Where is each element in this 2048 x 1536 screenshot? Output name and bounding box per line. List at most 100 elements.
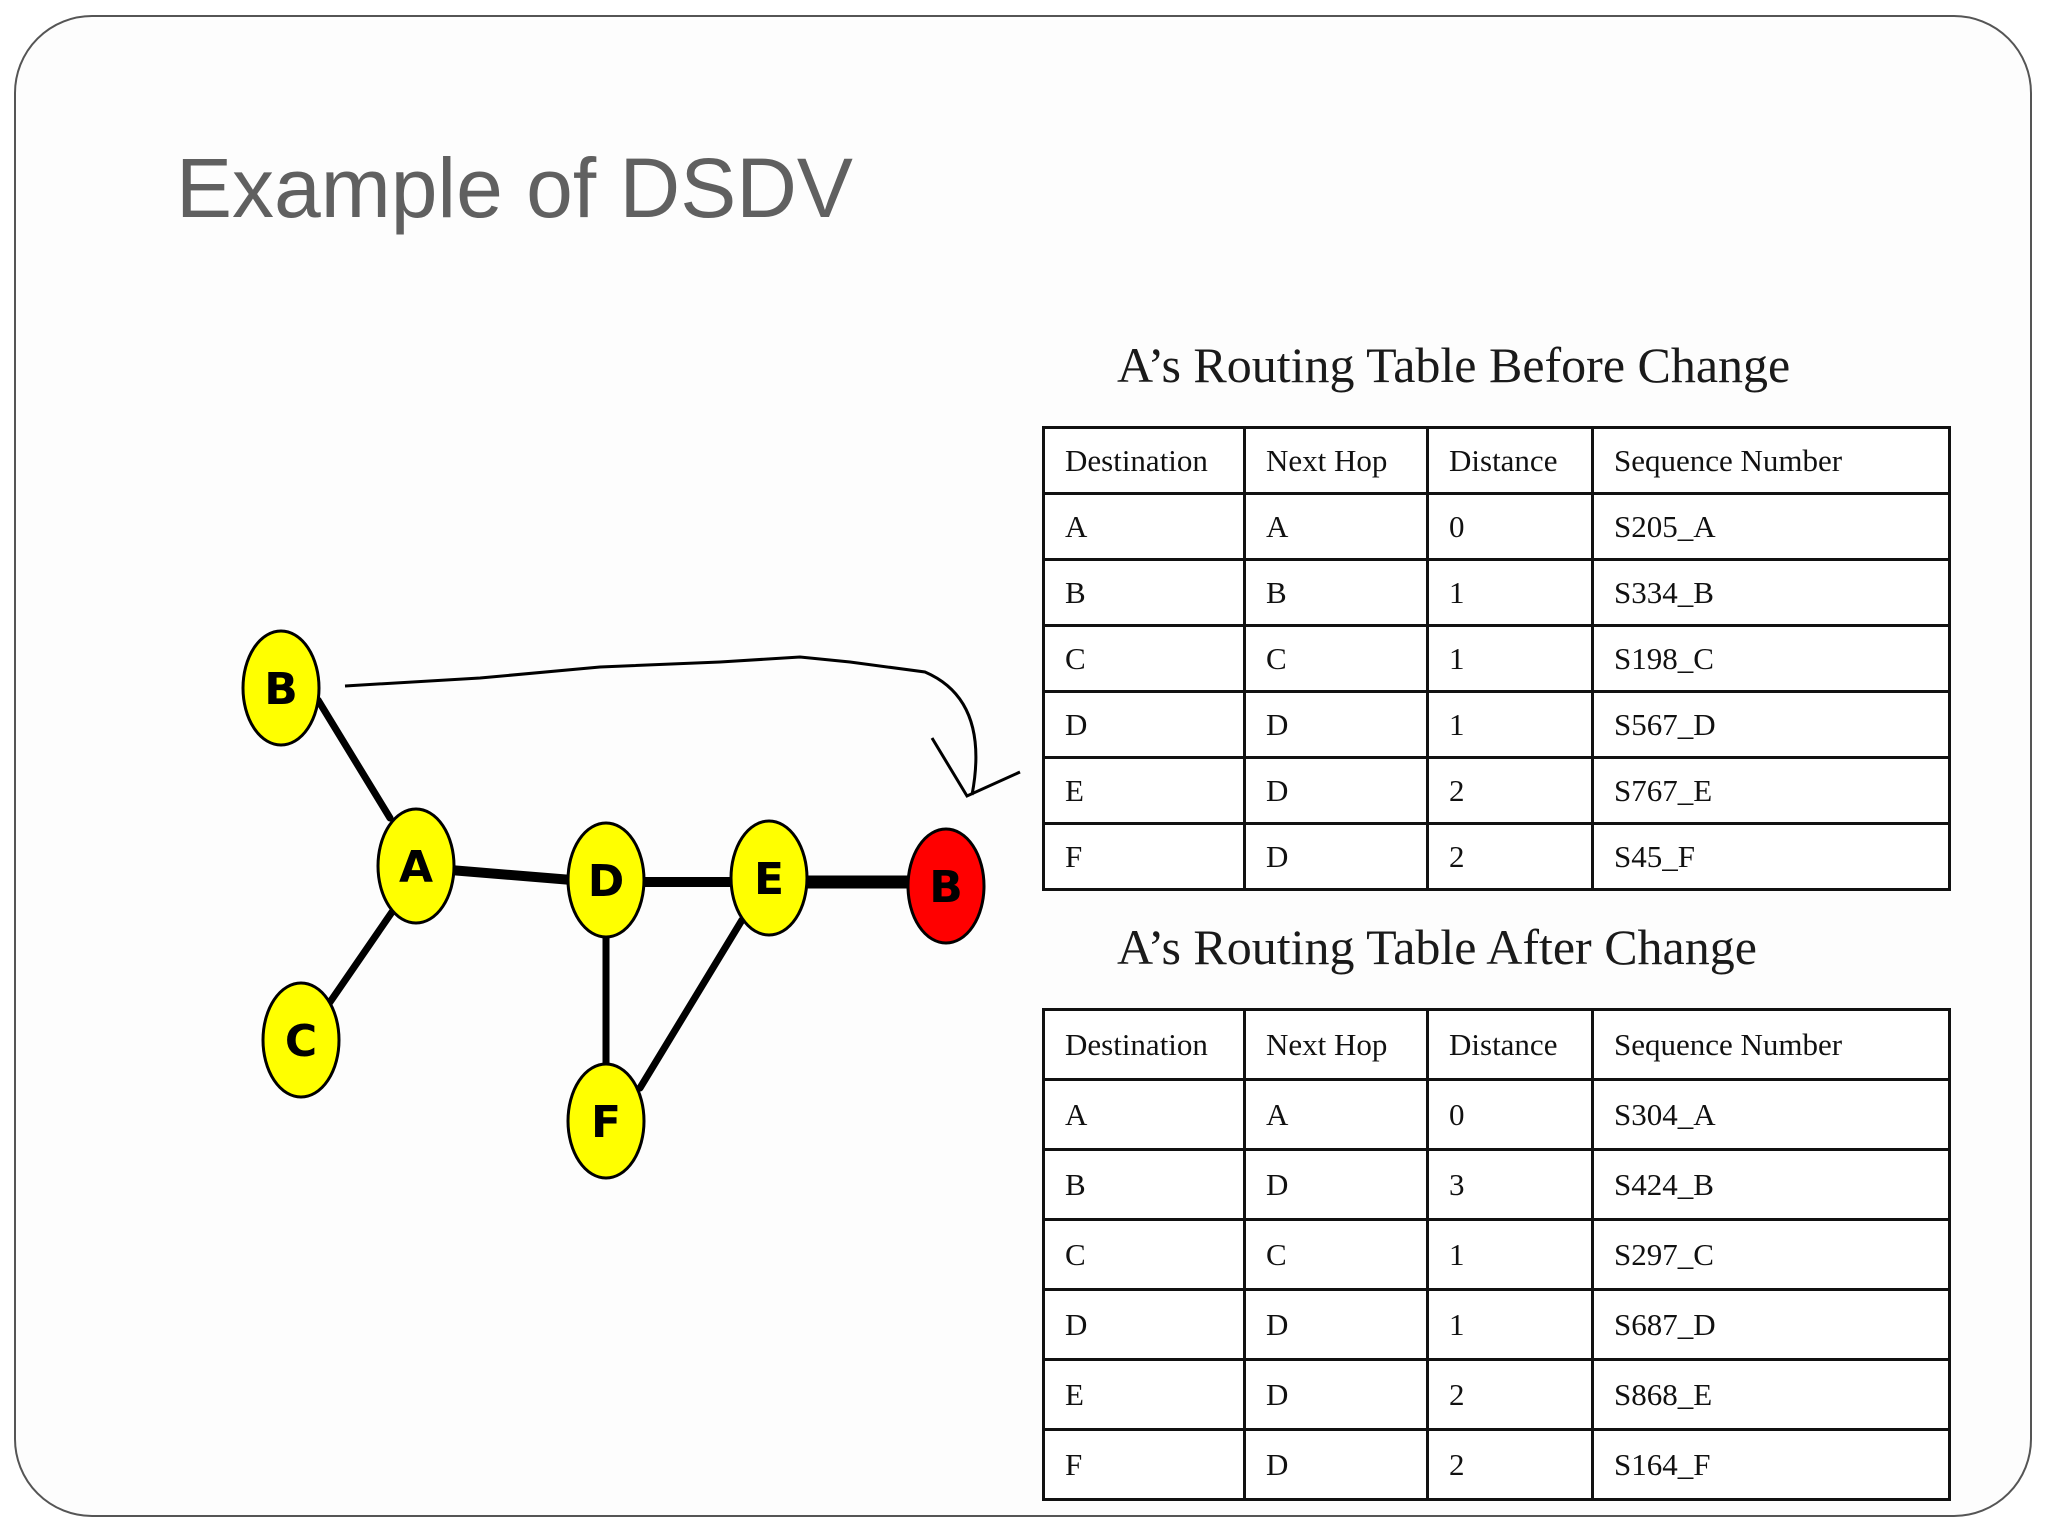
table-cell: S767_E xyxy=(1591,756,1951,825)
table-cell: C xyxy=(1042,1218,1246,1291)
routing-table-before: Destination Next Hop Distance Sequence N… xyxy=(1042,426,1951,891)
node-label: C xyxy=(285,1016,317,1067)
table-cell: B xyxy=(1042,1148,1246,1221)
table-cell: E xyxy=(1042,1358,1246,1431)
table-cell: D xyxy=(1042,690,1246,759)
table-cell: 1 xyxy=(1426,1218,1594,1291)
table-cell: D xyxy=(1243,822,1429,891)
node-circle xyxy=(241,629,321,747)
column-header: Sequence Number xyxy=(1591,1008,1951,1081)
table-cell: S297_C xyxy=(1591,1218,1951,1291)
table-cell: F xyxy=(1042,1428,1246,1501)
routing-table-after: Destination Next Hop Distance Sequence N… xyxy=(1042,1008,1951,1501)
column-header: Distance xyxy=(1426,1008,1594,1081)
table-before-heading: A’s Routing Table Before Change xyxy=(1117,337,1791,393)
table-cell: 1 xyxy=(1426,690,1594,759)
node-label: A xyxy=(399,842,433,893)
column-header: Destination xyxy=(1042,1008,1246,1081)
table-header-row: Destination Next Hop Distance Sequence N… xyxy=(1042,426,1951,495)
table-cell: 1 xyxy=(1426,558,1594,627)
change-arrowhead xyxy=(930,737,1021,798)
table-cell: S304_A xyxy=(1591,1078,1951,1151)
table-cell: S868_E xyxy=(1591,1358,1951,1431)
table-cell: 2 xyxy=(1426,1428,1594,1501)
table-cell: S424_B xyxy=(1591,1148,1951,1221)
table-after-heading: A’s Routing Table After Change xyxy=(1117,919,1757,975)
node-circle xyxy=(729,819,809,937)
table-cell: B xyxy=(1243,558,1429,627)
table-cell: 2 xyxy=(1426,822,1594,891)
table-cell: 2 xyxy=(1426,756,1594,825)
table-cell: D xyxy=(1243,690,1429,759)
edge-e-f xyxy=(636,916,746,1092)
node-f: F xyxy=(566,1062,646,1180)
table-cell: B xyxy=(1042,558,1246,627)
table-cell: A xyxy=(1042,492,1246,561)
node-circle xyxy=(566,821,646,939)
table-cell: 0 xyxy=(1426,1078,1594,1151)
network-diagram: B A C D E F B xyxy=(241,629,1021,1180)
table-cell: C xyxy=(1042,624,1246,693)
node-e: E xyxy=(729,819,809,937)
edge-b-a xyxy=(314,696,394,822)
table-cell: S45_F xyxy=(1591,822,1951,891)
table-cell: D xyxy=(1243,1428,1429,1501)
edge-a-d xyxy=(445,865,577,885)
node-d: D xyxy=(566,821,646,939)
change-arrow xyxy=(344,655,978,796)
table-cell: C xyxy=(1243,624,1429,693)
column-header: Sequence Number xyxy=(1591,426,1951,495)
table-cell: A xyxy=(1243,1078,1429,1151)
table-cell: 3 xyxy=(1426,1148,1594,1221)
node-circle xyxy=(566,1062,646,1180)
table-cell: D xyxy=(1042,1288,1246,1361)
node-a: A xyxy=(376,807,456,925)
edge-a-c xyxy=(324,908,396,1009)
table-cell: D xyxy=(1243,1288,1429,1361)
node-b-new: B xyxy=(906,827,986,945)
table-cell: S164_F xyxy=(1591,1428,1951,1501)
table-cell: A xyxy=(1042,1078,1246,1151)
node-label: D xyxy=(588,856,625,907)
node-circle xyxy=(906,827,986,945)
table-cell: S198_C xyxy=(1591,624,1951,693)
column-header: Distance xyxy=(1426,426,1594,495)
table-cell: C xyxy=(1243,1218,1429,1291)
node-b-old: B xyxy=(241,629,321,747)
table-cell: 0 xyxy=(1426,492,1594,561)
table-cell: 1 xyxy=(1426,624,1594,693)
table-cell: S687_D xyxy=(1591,1288,1951,1361)
table-cell: D xyxy=(1243,1358,1429,1431)
table-cell: D xyxy=(1243,756,1429,825)
node-c: C xyxy=(261,981,341,1099)
table-cell: S205_A xyxy=(1591,492,1951,561)
node-label: E xyxy=(754,854,784,905)
node-label: B xyxy=(264,664,298,715)
node-label: B xyxy=(929,862,963,913)
column-header: Next Hop xyxy=(1243,1008,1429,1081)
column-header: Destination xyxy=(1042,426,1246,495)
slide-title: Example of DSDV xyxy=(176,141,853,235)
table-cell: 2 xyxy=(1426,1358,1594,1431)
table-header-row: Destination Next Hop Distance Sequence N… xyxy=(1042,1008,1951,1081)
table-cell: S334_B xyxy=(1591,558,1951,627)
table-cell: 1 xyxy=(1426,1288,1594,1361)
table-cell: F xyxy=(1042,822,1246,891)
node-circle xyxy=(261,981,341,1099)
column-header: Next Hop xyxy=(1243,426,1429,495)
table-cell: D xyxy=(1243,1148,1429,1221)
table-cell: E xyxy=(1042,756,1246,825)
node-circle xyxy=(376,807,456,925)
